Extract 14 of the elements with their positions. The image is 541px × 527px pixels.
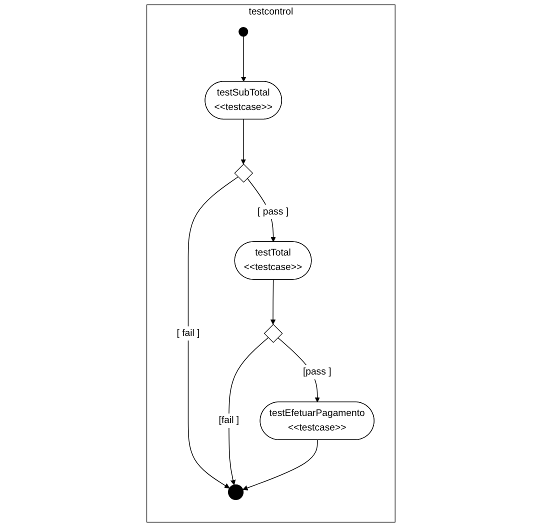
edge-label: [ pass ] — [257, 206, 288, 217]
edge-label: [fail ] — [218, 415, 239, 426]
arrow — [270, 279, 276, 325]
node-circle — [228, 484, 244, 500]
node-circle — [238, 27, 248, 37]
edge-label: [ fail ] — [176, 328, 200, 338]
arrow — [187, 176, 238, 488]
arrow — [228, 337, 268, 486]
node-diamond — [234, 164, 253, 183]
arrow — [242, 440, 318, 490]
node-diamond — [263, 324, 282, 343]
arrow — [240, 36, 246, 82]
arrow — [240, 119, 246, 164]
edge-label: [pass ] — [302, 366, 331, 377]
